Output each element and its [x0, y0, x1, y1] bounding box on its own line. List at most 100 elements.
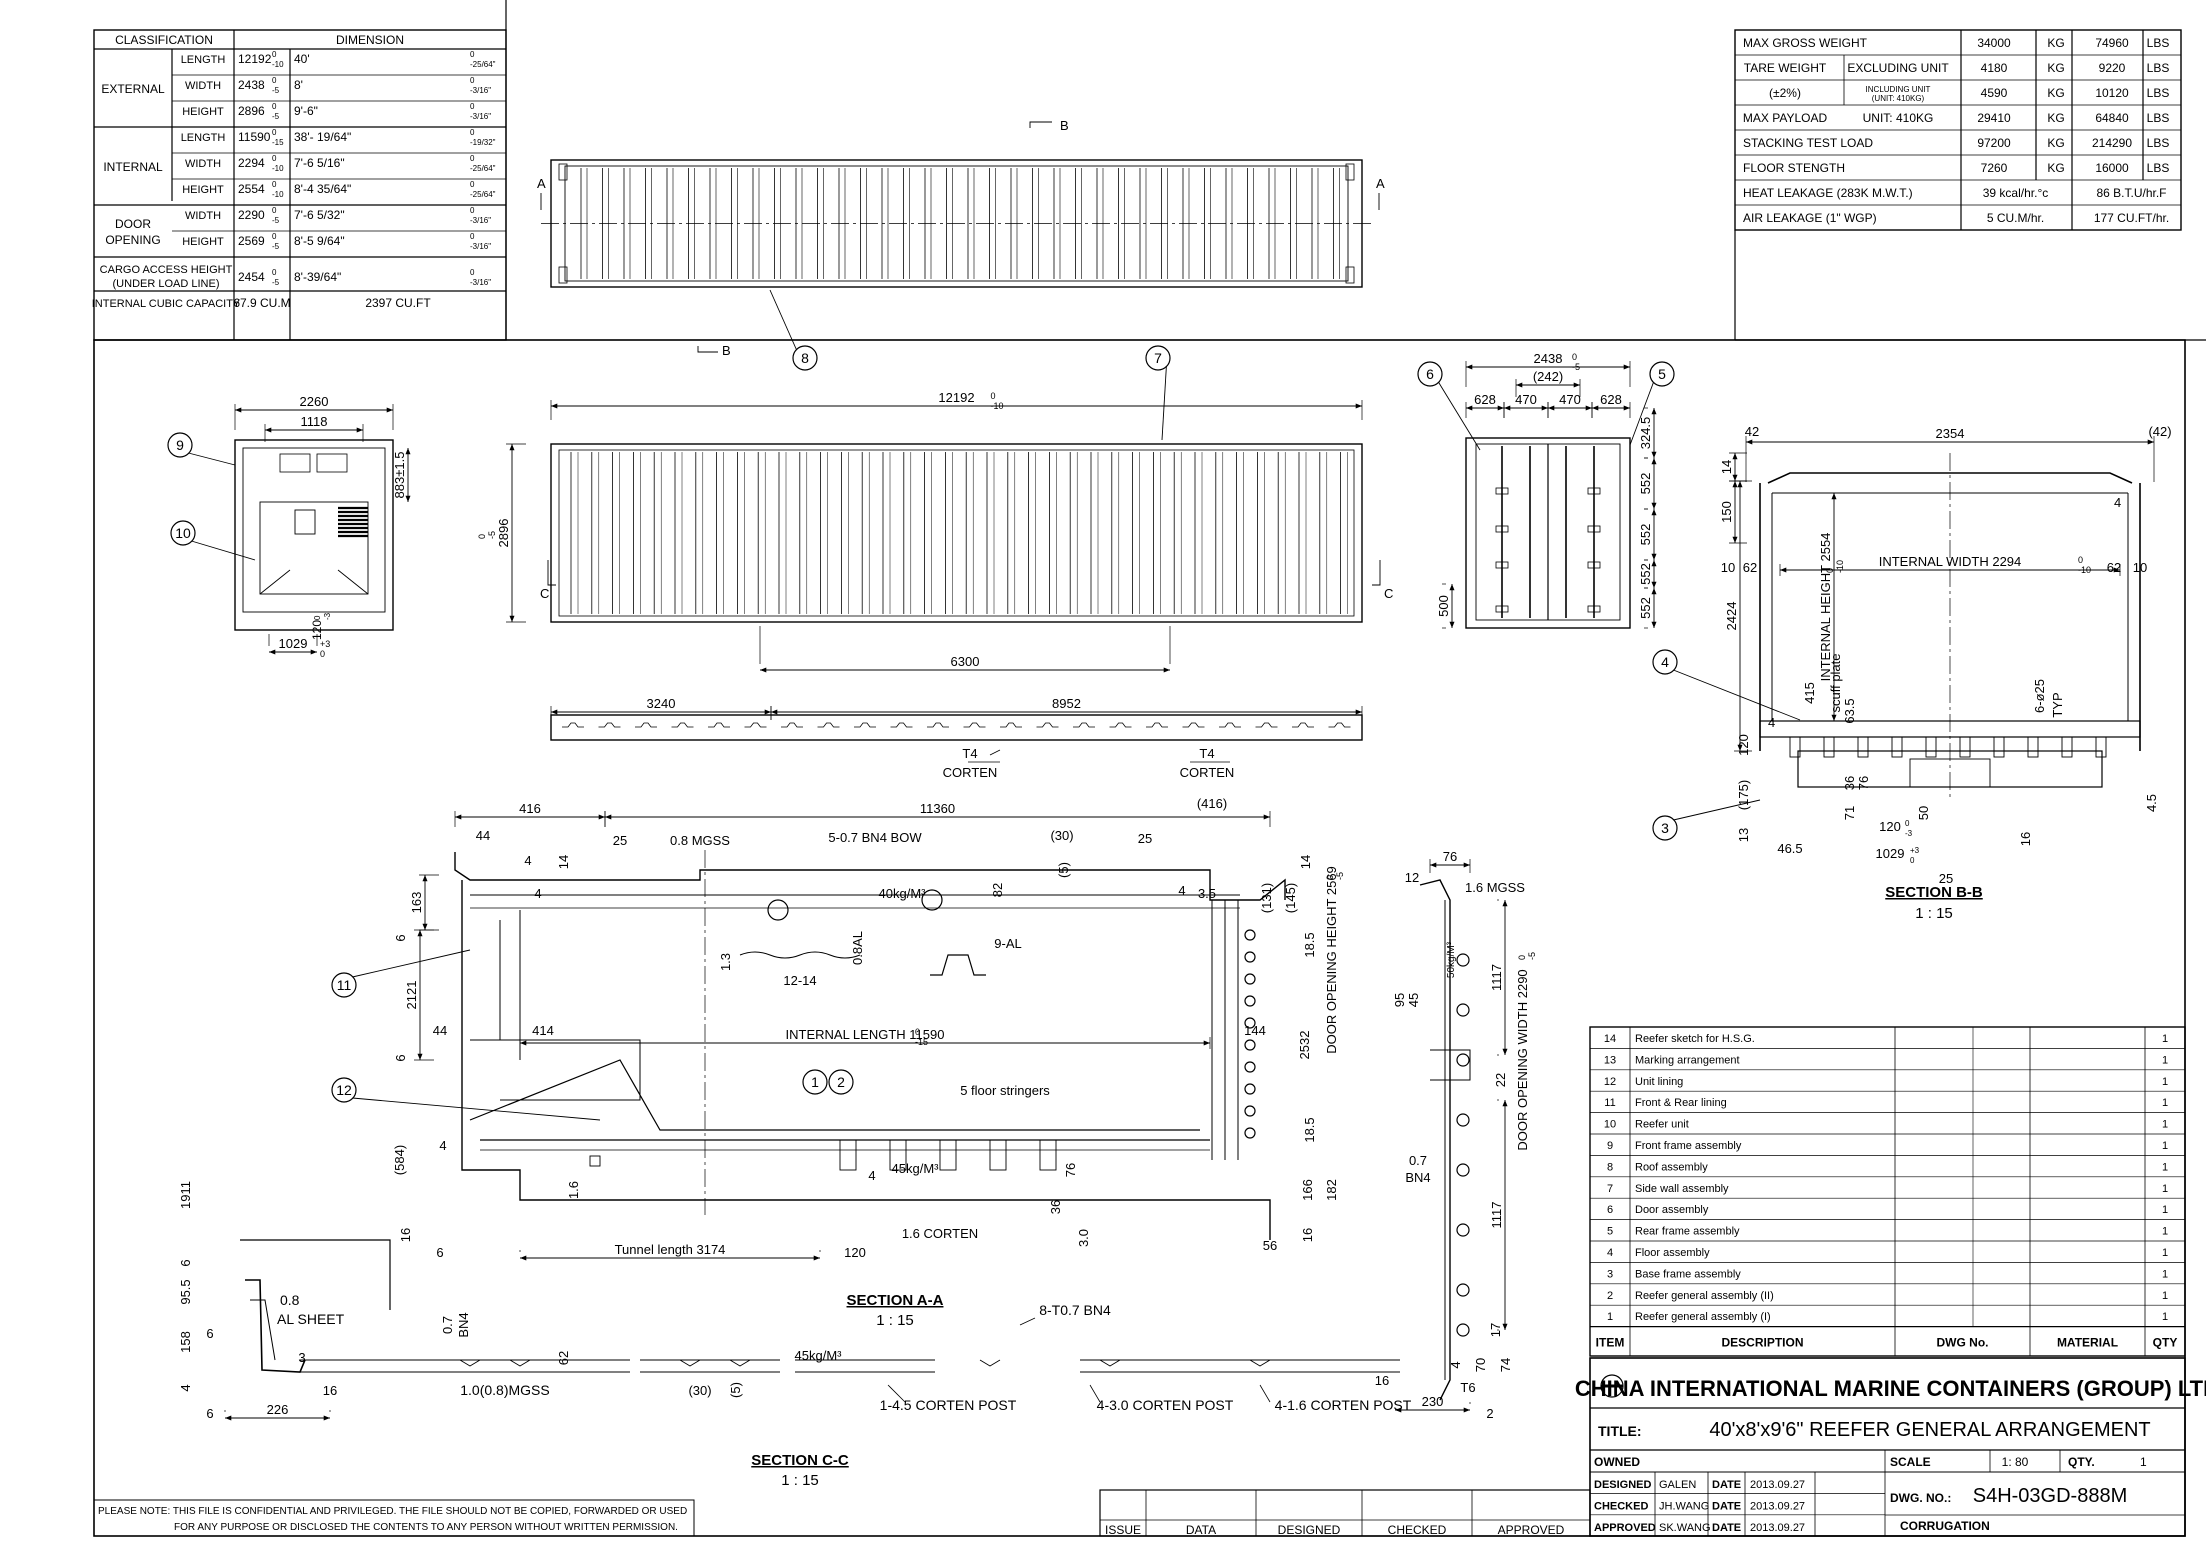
- cc-wall-lines: [795, 1359, 935, 1373]
- dimension-label: 45: [1406, 993, 1421, 1007]
- density-label: 45kg/M³: [892, 1161, 940, 1176]
- weight-metric-value: 97200: [1977, 136, 2011, 150]
- item-balloon: [1652, 649, 1678, 675]
- dimension-label: 1118: [301, 414, 328, 429]
- dimension-imperial: 8'-39/64": [294, 270, 341, 284]
- dimension-imperial: 8'-4 35/64": [294, 182, 351, 196]
- dimension-label: (5): [1056, 862, 1071, 878]
- floor-crossmember: [1109, 722, 1132, 728]
- dimension-label: 70: [1473, 1358, 1488, 1372]
- dimension-label: 6: [393, 934, 408, 941]
- reefer-vent: [294, 509, 316, 535]
- reefer-bracing: [259, 569, 369, 595]
- section-arrow: [1029, 121, 1052, 128]
- aa-body-outline: [461, 880, 1271, 1240]
- dimension-row-label: LENGTH: [181, 54, 226, 66]
- tolerance-label: 0-10: [272, 50, 284, 69]
- leader-line: [1629, 381, 1655, 446]
- bb-floor-stringer: [2095, 736, 2107, 758]
- item-balloon-number: 8: [801, 350, 809, 366]
- dimension-label: 166: [1300, 1179, 1315, 1201]
- leader-line: [188, 452, 236, 466]
- parts-item-description: Roof assembly: [1635, 1161, 1708, 1173]
- dimension-label: 22: [1493, 1073, 1508, 1087]
- tolerance-label: 0-25/64": [470, 154, 496, 173]
- section-marker-b: B: [722, 343, 731, 358]
- density-label: 50kg/M³: [1446, 941, 1457, 978]
- material-label: T4: [962, 746, 977, 761]
- item-balloon: [331, 972, 357, 998]
- corner-casting: [558, 266, 568, 284]
- weight-imperial-unit: LBS: [2147, 61, 2170, 75]
- parts-item-number: 12: [1604, 1076, 1616, 1088]
- revision-header: DATA: [1186, 1523, 1216, 1537]
- material-label: CORTEN: [943, 765, 998, 780]
- side-view-inner: [558, 449, 1355, 617]
- dimension-label: 25: [1939, 871, 1953, 886]
- material-label: 0.8 MGSS: [670, 833, 730, 848]
- aa-roof-outline: [454, 852, 1286, 901]
- revision-header: APPROVED: [1498, 1523, 1565, 1537]
- floor-crossmember: [708, 722, 730, 728]
- signoff-date-label: DATE: [1712, 1479, 1741, 1491]
- dimension-label: 36: [1842, 776, 1857, 790]
- cc-wall-lines: [300, 1359, 630, 1373]
- door-stop: [1430, 1049, 1471, 1081]
- parts-item-qty: 1: [2162, 1204, 2168, 1216]
- dimension-row-label: HEIGHT: [182, 184, 224, 196]
- tolerance-label: 0-10: [2078, 555, 2091, 575]
- dimension-label: 158: [178, 1331, 193, 1353]
- item-balloon-number: 12: [336, 1082, 352, 1098]
- dimension-imperial: 40': [294, 52, 310, 66]
- dwg-no-label: DWG. NO.:: [1890, 1491, 1951, 1505]
- bb-floor-stringer: [2027, 736, 2039, 758]
- leader-line: [1161, 365, 1167, 441]
- dimension-label: 6300: [951, 654, 980, 669]
- dimension-label: INTERNAL LENGTH 11590: [786, 1027, 945, 1042]
- item-balloon: [828, 1069, 854, 1095]
- confidential-note: FOR ANY PURPOSE OR DISCLOSED THE CONTENT…: [174, 1522, 678, 1533]
- dimension-label: 500: [1436, 595, 1451, 617]
- bb-floor-stringer: [1857, 736, 1869, 758]
- weight-imperial-value: 9220: [2099, 61, 2126, 75]
- dimension-label: 1117: [1489, 1202, 1504, 1229]
- weight-imperial-unit: LBS: [2147, 111, 2170, 125]
- signoff-date-label: DATE: [1712, 1522, 1741, 1534]
- floor-crossmember: [890, 722, 913, 728]
- dimension-imperial: 7'-6 5/32": [294, 208, 345, 222]
- dimension-row-label: WIDTH: [185, 80, 221, 92]
- material-label: 0.8: [280, 1292, 300, 1308]
- material-label: BN4: [1405, 1170, 1430, 1185]
- weight-imperial-unit: LBS: [2147, 136, 2170, 150]
- section-bb-scale: 1 : 15: [1915, 905, 1953, 922]
- tolerance-label: 0-5: [272, 206, 280, 225]
- door-hinge: [1456, 1003, 1470, 1017]
- dimension-label: 44: [476, 828, 490, 843]
- tolerance-label: 0-15: [915, 1027, 928, 1047]
- dimension-row-label: WIDTH: [185, 210, 221, 222]
- detail-circle: [767, 899, 789, 921]
- dimension-label: 16: [1375, 1373, 1389, 1388]
- parts-item-description: Marking arrangement: [1635, 1054, 1740, 1066]
- parts-item-description: Reefer general assembly (II): [1635, 1290, 1774, 1302]
- parts-item-number: 13: [1604, 1054, 1616, 1066]
- weight-metric-value: 39 kcal/hr.°c: [1983, 186, 2049, 200]
- parts-header-material: MATERIAL: [2057, 1336, 2118, 1350]
- tolerance-label: 0-5: [272, 268, 280, 287]
- material-label: T6: [1460, 1380, 1475, 1395]
- item-balloon: [792, 345, 818, 371]
- dimension-label: 3: [298, 1350, 305, 1365]
- cc-corrugation: [459, 1359, 481, 1367]
- dimension-imperial: 7'-6 5/16": [294, 156, 345, 170]
- parts-item-qty: 1: [2162, 1268, 2168, 1280]
- material-label: 0.7: [1409, 1153, 1427, 1168]
- material-label: 1-4.5 CORTEN POST: [880, 1397, 1017, 1413]
- parts-item-description: Unit lining: [1635, 1076, 1683, 1088]
- parts-item-description: Reefer unit: [1635, 1119, 1689, 1131]
- tolerance-label: 0-3/16": [470, 76, 491, 95]
- dimension-label: 4.5: [2144, 794, 2159, 812]
- dimension-label: 6: [178, 1259, 193, 1266]
- parts-item-qty: 1: [2162, 1311, 2168, 1323]
